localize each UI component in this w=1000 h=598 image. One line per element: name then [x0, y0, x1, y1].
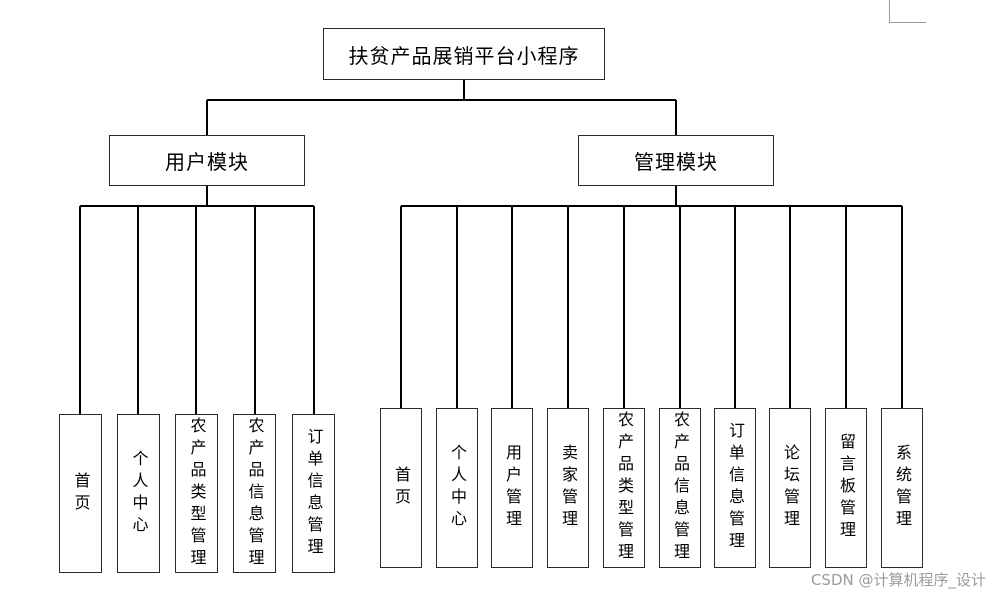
- admin-leaf-order-info: 订单信息管理: [714, 408, 756, 568]
- admin-leaf-product-info: 农产品信息管理: [659, 408, 701, 568]
- admin-leaf-forum-mgmt: 论坛管理: [769, 408, 811, 568]
- admin-leaf-label: 农产品信息管理: [671, 411, 690, 565]
- page-corner-mark: [889, 0, 926, 23]
- admin-leaf-label: 用户管理: [503, 444, 522, 532]
- user-leaf-home: 首页: [59, 414, 102, 573]
- admin-module-label: 管理模块: [634, 150, 718, 174]
- admin-leaf-seller-mgmt: 卖家管理: [547, 408, 589, 568]
- admin-leaf-label: 系统管理: [893, 444, 912, 532]
- user-leaf-profile: 个人中心: [117, 414, 160, 573]
- user-leaf-label: 农产品类型管理: [187, 416, 207, 571]
- user-leaf-label: 个人中心: [129, 449, 149, 538]
- user-leaf-label: 订单信息管理: [304, 427, 324, 560]
- admin-leaf-label: 卖家管理: [559, 444, 578, 532]
- admin-leaf-label: 留言板管理: [837, 433, 856, 543]
- admin-leaf-profile: 个人中心: [436, 408, 478, 568]
- user-leaf-label: 农产品信息管理: [245, 416, 265, 571]
- user-leaf-product-type: 农产品类型管理: [175, 414, 218, 573]
- admin-leaf-user-mgmt: 用户管理: [491, 408, 533, 568]
- admin-leaf-label: 订单信息管理: [726, 422, 745, 554]
- admin-leaf-product-type: 农产品类型管理: [603, 408, 645, 568]
- admin-module-node: 管理模块: [578, 135, 774, 186]
- root-node-label: 扶贫产品展销平台小程序: [348, 43, 580, 68]
- admin-leaf-label: 农产品类型管理: [615, 411, 634, 565]
- admin-leaf-label: 论坛管理: [781, 444, 800, 532]
- user-leaf-label: 首页: [71, 471, 91, 516]
- user-leaf-order-info: 订单信息管理: [292, 414, 335, 573]
- admin-leaf-label: 个人中心: [448, 444, 467, 532]
- watermark-text: CSDN @计算机程序_设计: [810, 571, 986, 589]
- admin-leaf-label: 首页: [392, 466, 411, 510]
- admin-leaf-system-mgmt: 系统管理: [881, 408, 923, 568]
- user-leaf-product-info: 农产品信息管理: [233, 414, 276, 573]
- admin-leaf-message-board: 留言板管理: [825, 408, 867, 568]
- user-module-label: 用户模块: [165, 150, 249, 174]
- root-node: 扶贫产品展销平台小程序: [323, 28, 605, 80]
- admin-leaf-home: 首页: [380, 408, 422, 568]
- user-module-node: 用户模块: [109, 135, 305, 186]
